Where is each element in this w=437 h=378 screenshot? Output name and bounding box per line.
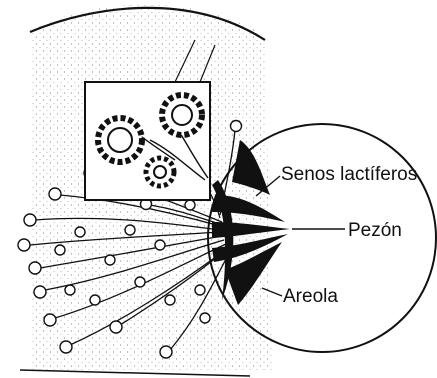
magnified-lobule-2	[162, 95, 202, 135]
chest-baseline	[20, 370, 250, 376]
magnified-lobule-3	[146, 158, 174, 186]
label-sinuses: Senos lactíferos	[281, 164, 417, 185]
label-nipple: Pezón	[348, 220, 402, 241]
label-areola: Areola	[283, 286, 338, 307]
magnified-lobule-1	[98, 118, 142, 162]
